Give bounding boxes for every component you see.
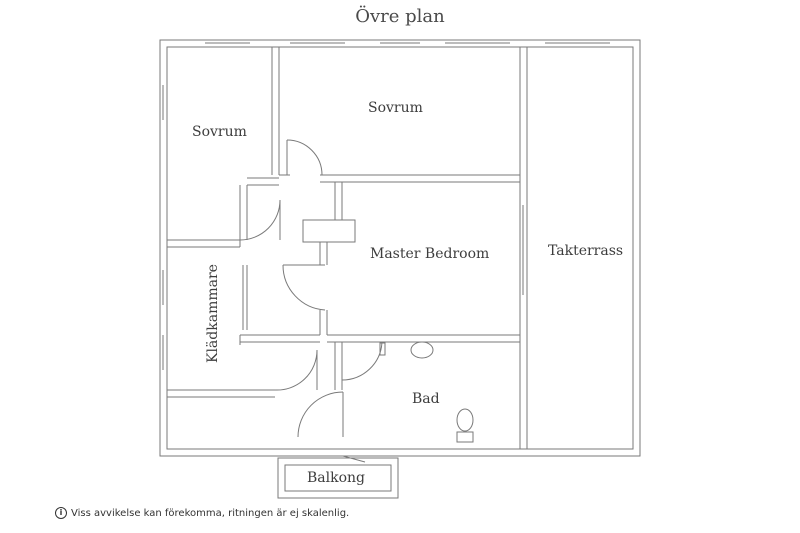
room-label-balkong: Balkong <box>307 470 366 486</box>
top-bedroom-walls <box>279 174 520 183</box>
footnote-text: Viss avvikelse kan förekomma, ritningen … <box>71 507 350 519</box>
left-bedroom-walls <box>167 47 280 248</box>
page-title: Övre plan <box>355 6 445 27</box>
balcony <box>277 455 399 499</box>
master-walls <box>302 182 520 343</box>
terrace-partition <box>519 47 528 449</box>
footnote: i Viss avvikelse kan förekomma, ritninge… <box>55 507 349 519</box>
room-label-sovrum-top: Sovrum <box>368 100 423 116</box>
room-label-bad: Bad <box>412 391 440 407</box>
bathroom-walls <box>334 341 474 443</box>
door-swings <box>239 139 383 438</box>
info-icon: i <box>55 507 67 519</box>
room-label-sovrum-left: Sovrum <box>192 124 247 140</box>
outer-walls <box>159 39 641 457</box>
closet-walls <box>167 265 320 398</box>
room-label-kladkammare: Klädkammare <box>205 264 221 363</box>
room-label-takterrass: Takterrass <box>548 243 624 259</box>
room-label-master-bedroom: Master Bedroom <box>370 246 490 262</box>
